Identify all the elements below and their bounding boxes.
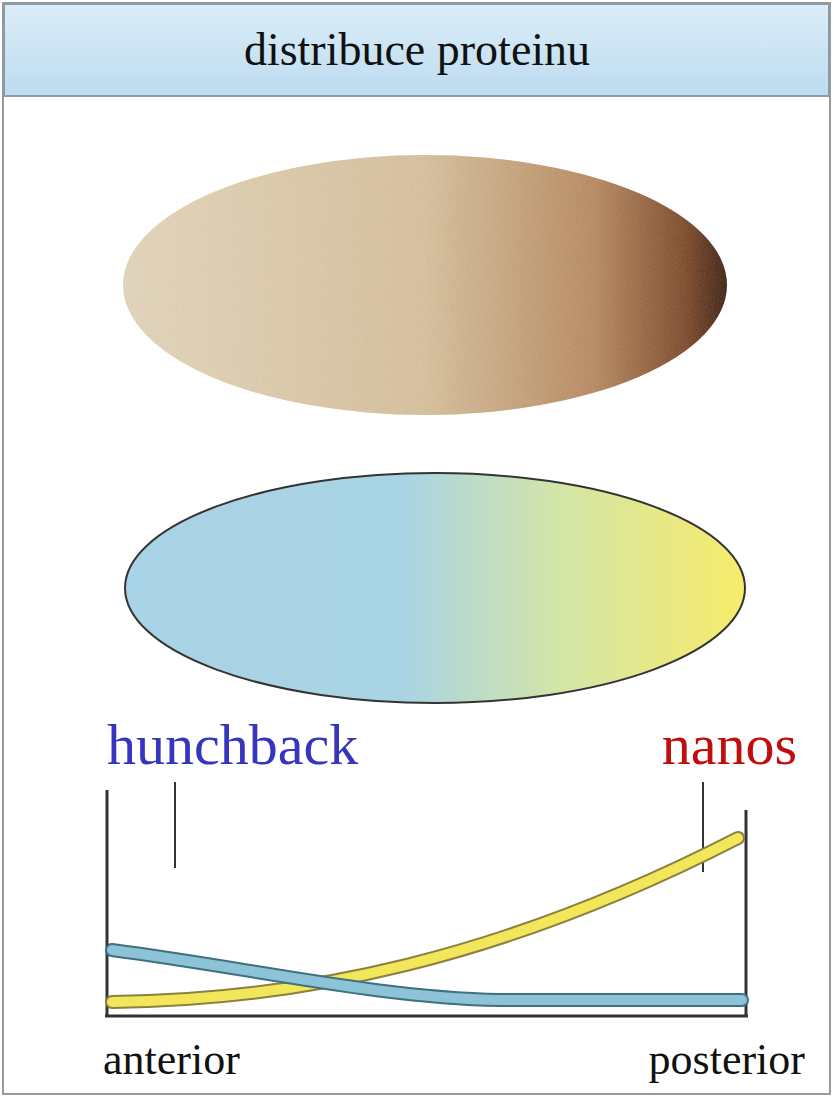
nanos-curve (112, 838, 738, 1002)
title-band (4, 4, 829, 96)
axis-label: posterior (649, 1038, 805, 1082)
frame (3, 3, 830, 1094)
hunchback-curve (112, 950, 742, 1000)
axis (106, 790, 109, 1016)
nanos-curve-outline (112, 838, 738, 1002)
leader-line (174, 782, 176, 868)
axis-label: anterior (103, 1038, 240, 1082)
hunchback-curve-outline (112, 950, 742, 1000)
gene-label: nanos (662, 716, 797, 774)
embryo-texture (123, 155, 727, 415)
axis (105, 1015, 748, 1018)
title: distribuce proteinu (244, 27, 590, 73)
embryo-photo (123, 155, 727, 415)
embryo-gradient (125, 473, 745, 703)
axis (745, 810, 748, 1016)
gene-label: hunchback (107, 716, 358, 774)
